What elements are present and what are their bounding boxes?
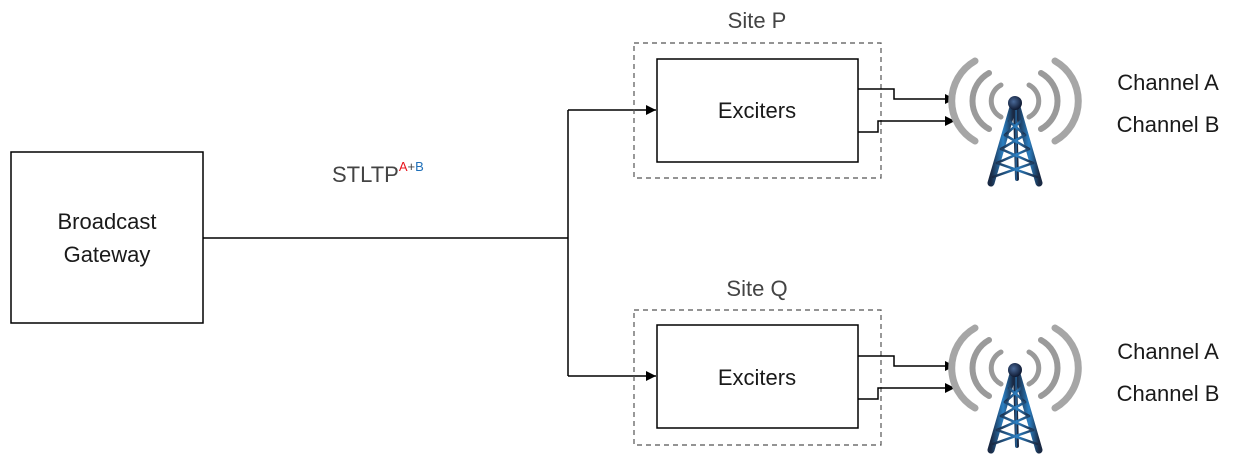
gateway-label-line2: Gateway (64, 242, 151, 267)
site-p-boundary (633, 42, 882, 179)
stltp-sup-plus: + (408, 159, 416, 174)
site-q-boundary (633, 309, 882, 446)
site-p-exciters-label: Exciters (718, 98, 796, 123)
stltp-main: STLTP (332, 162, 399, 187)
stltp-link (203, 105, 656, 381)
site-q-title: Site Q (726, 276, 787, 301)
stltp-label: STLTPA+B (332, 159, 424, 187)
site-q-outputs (858, 355, 955, 400)
site-q-channel-a: Channel A (1117, 339, 1219, 364)
site-q: Site Q Exciters (633, 276, 1079, 450)
site-p: Site P Exciters (633, 8, 1079, 183)
site-p-channel-b: Channel B (1117, 112, 1220, 137)
site-p-tower-icon (952, 61, 1079, 183)
stltp-sup-b: B (415, 159, 424, 174)
site-q-channel-b: Channel B (1117, 381, 1220, 406)
site-p-title: Site P (728, 8, 787, 33)
site-q-exciters-box (656, 324, 859, 429)
site-p-exciters-box (656, 58, 859, 163)
site-q-exciters-label: Exciters (718, 365, 796, 390)
gateway-box (10, 151, 204, 324)
site-p-outputs (858, 88, 955, 133)
site-q-tower-icon (952, 328, 1079, 450)
site-p-channel-a: Channel A (1117, 70, 1219, 95)
gateway-label-line1: Broadcast (57, 209, 156, 234)
stltp-sup-a: A (399, 159, 408, 174)
